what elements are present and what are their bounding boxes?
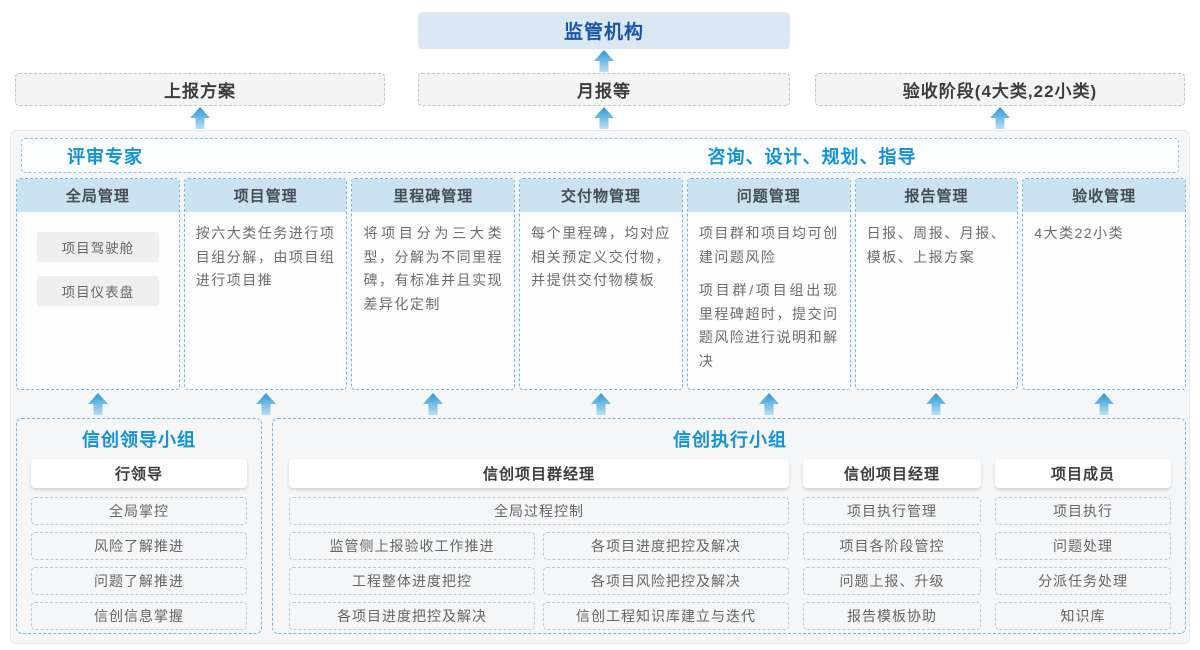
column-description: 项目群/项目组出现里程碑超时，提交问题风险进行说明和解决 (698, 282, 839, 369)
up-arrow-icon (423, 393, 444, 415)
task-item: 问题处理 (995, 532, 1171, 560)
up-arrow-icon (255, 393, 276, 415)
column-description: 按六大类任务进行项目组分解，由项目组进行项目推 (195, 225, 336, 289)
task-item: 全局过程控制 (289, 497, 789, 525)
up-arrow-icon (1094, 393, 1115, 415)
task-item: 问题了解推进 (31, 567, 247, 595)
task-item: 信创工程知识库建立与迭代 (543, 602, 789, 630)
role-program-manager: 信创项目群经理 (289, 459, 789, 488)
column-deliverable-management: 交付物管理 每个里程碑，均对应相关预定义交付物，并提供交付物模板 (519, 178, 683, 390)
task-item: 报告模板协助 (803, 602, 981, 630)
column-body: 4大类22小类 (1023, 212, 1185, 256)
project-members-tasks: 项目执行 问题处理 分派任务处理 知识库 (995, 497, 1171, 630)
task-item: 知识库 (995, 602, 1171, 630)
task-item: 项目各阶段管控 (803, 532, 981, 560)
regulator-box: 监管机构 (418, 12, 790, 49)
up-arrow-icon (926, 393, 947, 415)
task-item: 监管侧上报验收工作推进 (289, 532, 535, 560)
up-arrow-icon (87, 393, 108, 415)
column-body: 将项目分为三大类型，分解为不同里程碑，有标准并且实现差异化定制 (352, 212, 514, 326)
feature-item: 项目驾驶舱 (37, 232, 159, 262)
project-manager-tasks: 项目执行管理 项目各阶段管控 问题上报、升级 报告模板协助 (803, 497, 981, 630)
exec-group-sections: 信创项目群经理 全局过程控制 监管侧上报验收工作推进 各项目进度把控及解决 工程… (289, 459, 1171, 630)
column-title: 里程碑管理 (352, 179, 515, 212)
column-title: 验收管理 (1023, 179, 1186, 212)
expert-header-bar: 评审专家 咨询、设计、规划、指导 (21, 138, 1179, 173)
output-acceptance-phase: 验收阶段(4大类,22小类) (815, 73, 1185, 106)
column-body: 项目驾驶舱 项目仪表盘 (17, 212, 179, 316)
task-item: 风险了解推进 (31, 532, 247, 560)
task-item: 各项目风险把控及解决 (543, 567, 789, 595)
column-title: 全局管理 (17, 179, 179, 212)
output-monthly-report-label: 月报等 (577, 82, 631, 101)
task-item: 各项目进度把控及解决 (289, 602, 535, 630)
output-report-plan-label: 上报方案 (164, 82, 236, 101)
up-arrow-icon (758, 393, 779, 415)
platform-container: 评审专家 咨询、设计、规划、指导 全局管理 项目驾驶舱 项目仪表盘 项目管理 按… (10, 130, 1190, 644)
exec-group-box: 信创执行小组 信创项目群经理 全局过程控制 监管侧上报验收工作推进 各项目进度把… (272, 418, 1186, 634)
task-item: 问题上报、升级 (803, 567, 981, 595)
column-milestone-management: 里程碑管理 将项目分为三大类型，分解为不同里程碑，有标准并且实现差异化定制 (351, 178, 516, 390)
regulator-label: 监管机构 (563, 22, 644, 43)
column-title: 问题管理 (687, 179, 850, 212)
column-body: 项目群和项目均可创建问题风险 项目群/项目组出现里程碑超时，提交问题风险进行说明… (688, 212, 850, 383)
program-manager-tasks: 全局过程控制 监管侧上报验收工作推进 各项目进度把控及解决 工程整体进度把控 各… (289, 497, 789, 630)
consulting-design-label: 咨询、设计、规划、指导 (707, 146, 917, 167)
column-description: 将项目分为三大类型，分解为不同里程碑，有标准并且实现差异化定制 (363, 225, 504, 312)
column-title: 报告管理 (855, 179, 1018, 212)
output-report-plan: 上报方案 (15, 73, 385, 106)
role-project-members: 项目成员 (995, 459, 1171, 488)
column-description: 日报、周报、月报、模板、上报方案 (866, 225, 1007, 265)
leader-tasks: 全局掌控 风险了解推进 问题了解推进 信创信息掌握 (31, 497, 247, 630)
column-title: 交付物管理 (520, 179, 682, 212)
column-global-management: 全局管理 项目驾驶舱 项目仪表盘 (16, 178, 180, 390)
management-columns: 全局管理 项目驾驶舱 项目仪表盘 项目管理 按六大类任务进行项目组分解，由项目组… (16, 178, 1187, 390)
column-body: 每个里程碑，均对应相关预定义交付物，并提供交付物模板 (520, 212, 682, 303)
leader-group-box: 信创领导小组 行领导 全局掌控 风险了解推进 问题了解推进 信创信息掌握 (16, 418, 262, 634)
task-item: 各项目进度把控及解决 (543, 532, 789, 560)
feature-item: 项目仪表盘 (37, 276, 159, 306)
output-acceptance-phase-label: 验收阶段(4大类,22小类) (902, 82, 1098, 101)
task-item: 全局掌控 (31, 497, 247, 525)
column-arrows-row (16, 393, 1186, 417)
up-arrow-icon (593, 50, 615, 72)
output-monthly-report: 月报等 (418, 73, 790, 106)
column-description: 项目群和项目均可创建问题风险 (698, 225, 839, 265)
team-groups: 信创领导小组 行领导 全局掌控 风险了解推进 问题了解推进 信创信息掌握 信创执… (16, 418, 1186, 634)
column-project-management: 项目管理 按六大类任务进行项目组分解，由项目组进行项目推 (183, 178, 348, 390)
column-title: 项目管理 (184, 179, 347, 212)
task-item: 信创信息掌握 (31, 602, 247, 630)
exec-group-title: 信创执行小组 (673, 430, 787, 450)
task-item: 分派任务处理 (995, 567, 1171, 595)
column-description: 每个里程碑，均对应相关预定义交付物，并提供交付物模板 (531, 225, 671, 289)
role-bank-leaders: 行领导 (31, 459, 247, 488)
task-item: 项目执行管理 (803, 497, 981, 525)
project-members-section: 项目成员 项目执行 问题处理 分派任务处理 知识库 (995, 459, 1171, 630)
up-arrow-icon (593, 107, 615, 129)
review-experts-label: 评审专家 (67, 146, 143, 167)
leader-group-title: 信创领导小组 (82, 430, 196, 450)
up-arrow-icon (591, 393, 612, 415)
column-body: 日报、周报、月报、模板、上报方案 (856, 212, 1018, 279)
column-body: 按六大类任务进行项目组分解，由项目组进行项目推 (185, 212, 347, 303)
task-item: 项目执行 (995, 497, 1171, 525)
task-item: 工程整体进度把控 (289, 567, 535, 595)
up-arrow-icon (189, 107, 211, 129)
program-manager-section: 信创项目群经理 全局过程控制 监管侧上报验收工作推进 各项目进度把控及解决 工程… (289, 459, 789, 630)
column-acceptance-management: 验收管理 4大类22小类 (1022, 178, 1187, 390)
program-manager-task-grid: 监管侧上报验收工作推进 各项目进度把控及解决 工程整体进度把控 各项目风险把控及… (289, 532, 789, 630)
column-issue-management: 问题管理 项目群和项目均可创建问题风险 项目群/项目组出现里程碑超时，提交问题风… (686, 178, 851, 390)
column-description: 4大类22小类 (1034, 225, 1125, 241)
project-manager-section: 信创项目经理 项目执行管理 项目各阶段管控 问题上报、升级 报告模板协助 (803, 459, 981, 630)
role-project-manager: 信创项目经理 (803, 459, 981, 488)
up-arrow-icon (989, 107, 1011, 129)
column-report-management: 报告管理 日报、周报、月报、模板、上报方案 (854, 178, 1019, 390)
